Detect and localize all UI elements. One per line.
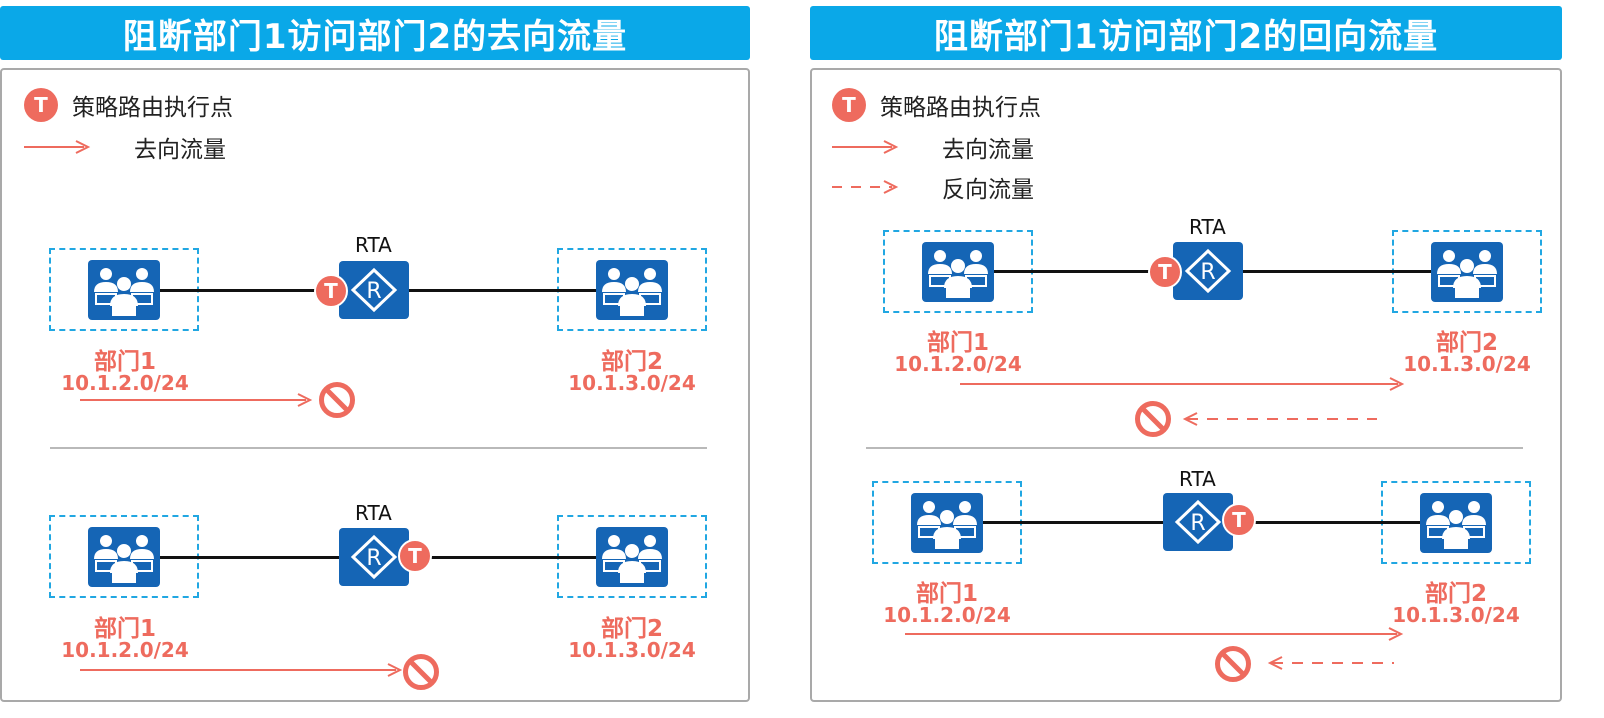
legend-reverse-flow-label: 反向流量 [942,177,1034,203]
dept1-subnet: 10.1.2.0/24 [883,603,1011,627]
legend-policy-point: T 策略路由执行点 [24,88,233,122]
dept1-name: 部门1 [93,616,156,642]
forward-flow-arrow [80,663,403,677]
forward-flow-arrow [905,627,1404,641]
dept1-subnet: 10.1.2.0/24 [61,638,189,662]
solid-arrow-icon [24,140,91,154]
dept1-name: 部门1 [93,349,156,375]
forward-flow-arrow [960,377,1405,391]
policy-point-badge: T [1148,255,1182,289]
dept1-subnet: 10.1.2.0/24 [61,371,189,395]
reverse-flow-arrow [1267,656,1394,670]
dept2-subnet: 10.1.3.0/24 [1403,352,1531,376]
legend-forward-flow-label: 去向流量 [134,137,226,163]
legend-reverse-flow: 反向流量 [832,170,1034,204]
solid-arrow-icon [832,140,899,154]
router-icon [1163,493,1233,551]
dept2-name: 部门2 [1424,581,1487,607]
legend-policy-point: T 策略路由执行点 [832,88,1041,122]
router-label: RTA [355,501,392,525]
policy-point-badge: T [398,539,432,573]
forward-flow-arrow [80,393,313,407]
dept2-name: 部门2 [600,616,663,642]
scenario-divider [50,447,707,449]
reverse-flow-arrow [1182,412,1377,426]
people-group-icon [922,242,994,302]
prohibited-icon [318,381,356,419]
router-label: RTA [1179,467,1216,491]
router-icon [1173,242,1243,300]
dept2-name: 部门2 [600,349,663,375]
legend-policy-point-label: 策略路由执行点 [72,95,233,121]
people-group-icon [88,527,160,587]
t-badge-icon: T [24,88,58,122]
dept2-name: 部门2 [1435,330,1498,356]
dept1-subnet: 10.1.2.0/24 [894,352,1022,376]
policy-point-badge: T [1222,503,1256,537]
dept2-subnet: 10.1.3.0/24 [1392,603,1520,627]
policy-point-badge: T [314,274,348,308]
people-group-icon [1431,242,1503,302]
prohibited-icon [1134,400,1172,438]
legend-forward-flow: 去向流量 [832,130,1034,164]
dept1-name: 部门1 [915,581,978,607]
dept1-name: 部门1 [926,330,989,356]
people-group-icon [596,527,668,587]
router-icon [339,261,409,319]
router-label: RTA [1189,215,1226,239]
router-label: RTA [355,233,392,257]
people-group-icon [911,493,983,553]
dashed-arrow-icon [832,180,899,194]
right-panel-title: 阻断部门1访问部门2的回向流量 [810,6,1562,60]
dept2-subnet: 10.1.3.0/24 [568,371,696,395]
legend-policy-point-label: 策略路由执行点 [880,95,1041,121]
prohibited-icon [402,653,440,691]
left-panel-title: 阻断部门1访问部门2的去向流量 [0,6,750,60]
dept2-subnet: 10.1.3.0/24 [568,638,696,662]
router-icon [339,528,409,586]
legend-forward-flow-label: 去向流量 [942,137,1034,163]
t-badge-icon: T [832,88,866,122]
people-group-icon [88,260,160,320]
scenario-divider [866,447,1523,449]
prohibited-icon [1214,645,1252,683]
people-group-icon [596,260,668,320]
legend-forward-flow: 去向流量 [24,130,226,164]
people-group-icon [1420,493,1492,553]
